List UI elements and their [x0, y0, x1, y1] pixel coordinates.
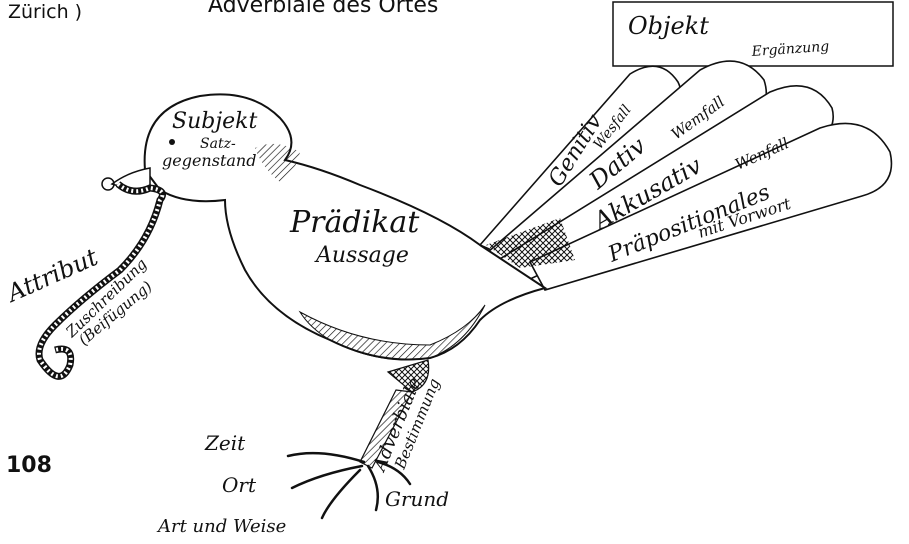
page-number: 108: [6, 453, 52, 478]
body-title: Prädikat: [289, 205, 420, 240]
feather-prepositional: [528, 122, 893, 291]
worm: [35, 177, 166, 380]
object-box: Objekt Ergänzung: [612, 1, 894, 67]
header-left-fragment: Zürich ): [8, 1, 82, 23]
object-subtitle: Ergänzung: [750, 39, 830, 60]
head-title: Subjekt: [172, 109, 257, 134]
claw-place-label: Ort: [222, 473, 257, 497]
bird-body: [110, 93, 548, 361]
bird-leg: [359, 359, 430, 469]
head-subtitle-line1: Satz-: [200, 136, 236, 152]
claws: [286, 451, 412, 520]
object-title: Objekt: [628, 12, 709, 40]
claw-reason-label: Grund: [385, 487, 449, 511]
tail-base-shading: [486, 218, 575, 268]
tail-feathers: [478, 60, 893, 291]
claw-manner-label: Art und Weise: [156, 516, 286, 537]
body-subtitle: Aussage: [314, 243, 409, 268]
claw-time-label: Zeit: [204, 431, 246, 455]
head-subtitle-line2: gegenstand: [162, 151, 256, 170]
header-title-fragment: Adverbiale des Ortes: [208, 0, 438, 18]
